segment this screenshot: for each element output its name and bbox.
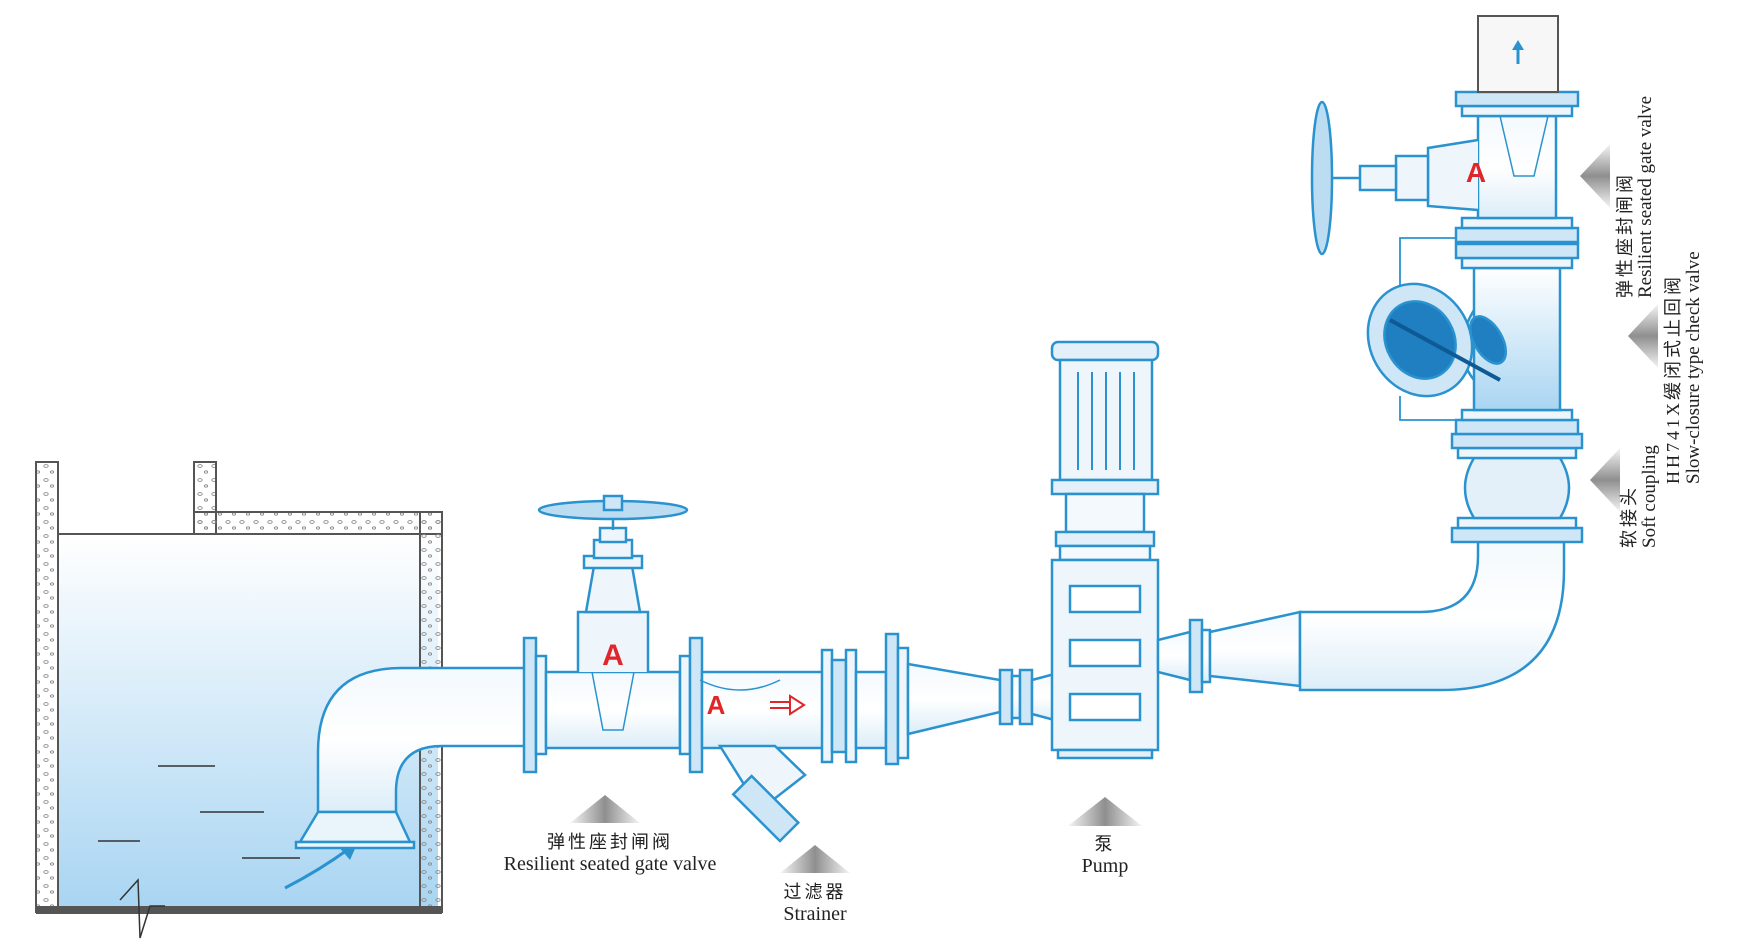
label-check-valve-en: Slow-closure type check valve <box>1682 251 1704 484</box>
reducer-pipe <box>906 662 1064 736</box>
label-pump-en: Pump <box>1081 854 1129 877</box>
suction-pipe <box>294 666 532 850</box>
flow-direction-arrow-icon <box>770 694 806 716</box>
soft-coupling <box>1450 432 1584 544</box>
label-pump: 泵 Pump <box>1045 834 1165 878</box>
gate-valve-top <box>1310 90 1580 256</box>
pointer-gate-bottom <box>570 795 640 823</box>
label-gate-valve-bottom: 弹性座封闸阀 Resilient seated gate valve <box>470 832 750 876</box>
label-gate-valve-bottom-zh: 弹性座封闸阀 <box>547 832 673 852</box>
label-gate-valve-bottom-en: Resilient seated gate valve <box>503 852 717 875</box>
label-soft-coupling-zh: 软接头 <box>1619 485 1639 548</box>
slow-closure-check-valve <box>1366 237 1580 436</box>
strainer-body <box>699 632 910 843</box>
label-gate-valve-top: 弹性座封闸阀 Resilient seated gate valve <box>1615 95 1657 298</box>
label-check-valve: HH741X缓闭式止回阀 Slow-closure type check val… <box>1663 251 1705 484</box>
pointer-gate-top <box>1580 144 1610 208</box>
pump-unit <box>1050 340 1160 760</box>
brand-logo-strainer: A <box>707 690 726 720</box>
label-pump-zh: 泵 <box>1094 834 1116 854</box>
pointer-soft-coupling <box>1590 448 1620 512</box>
label-check-valve-zh: HH741X缓闭式止回阀 <box>1663 274 1683 484</box>
label-gate-valve-top-zh: 弹性座封闸阀 <box>1615 172 1635 298</box>
pointer-check-valve <box>1628 304 1658 368</box>
discharge-pipe <box>1156 540 1566 694</box>
brand-logo-gate-bottom: A <box>602 639 624 672</box>
label-soft-coupling-en: Soft coupling <box>1638 445 1660 548</box>
label-gate-valve-top-en: Resilient seated gate valve <box>1634 95 1656 298</box>
up-arrow-icon <box>1512 40 1524 64</box>
label-strainer-zh: 过滤器 <box>783 882 847 902</box>
brand-logo-gate-top: A <box>1466 157 1486 188</box>
label-soft-coupling: 软接头 Soft coupling <box>1619 445 1661 548</box>
label-strainer-en: Strainer <box>783 902 847 925</box>
pointer-pump <box>1068 797 1142 826</box>
label-strainer: 过滤器 Strainer <box>735 882 895 926</box>
pointer-strainer <box>780 845 850 873</box>
gate-valve-bottom <box>522 494 704 774</box>
